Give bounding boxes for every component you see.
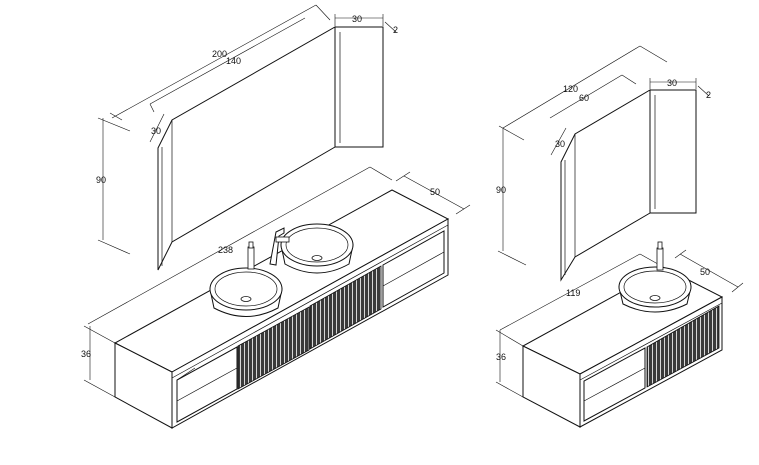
left-mirror-inner-width-label: 140 <box>226 56 241 66</box>
left-vanity-depth-label: 50 <box>430 187 440 197</box>
left-mirror-width-label: 200 <box>212 49 227 59</box>
right-vanity-depth-label: 50 <box>700 267 710 277</box>
left-mirror-height-label: 90 <box>96 175 106 185</box>
left-mirror-bevel-label: 30 <box>151 126 161 136</box>
left-mirror: 200 140 90 30 30 2 <box>96 4 398 271</box>
left-mirror-thickness-label: 2 <box>393 25 398 35</box>
right-mirror-thickness-label: 2 <box>706 90 711 100</box>
right-tap <box>656 241 664 271</box>
right-mirror-inner-width-label: 60 <box>579 93 589 103</box>
left-tap-2 <box>269 227 290 266</box>
left-vanity-length-label: 238 <box>218 245 233 255</box>
right-vanity: 36 119 50 <box>495 249 744 428</box>
left-basin-1 <box>209 267 283 317</box>
right-mirror: 120 60 90 30 30 2 <box>496 45 711 282</box>
left-vanity: 36 238 50 <box>81 166 471 429</box>
right-mirror-side-width-label: 30 <box>667 78 677 88</box>
left-basin-2 <box>280 223 354 274</box>
left-tap-1 <box>247 241 255 270</box>
right-vanity-length-label: 119 <box>566 288 580 298</box>
left-mirror-side-width-label: 30 <box>352 14 362 24</box>
right-basin <box>618 266 692 313</box>
right-vanity-height-label: 36 <box>496 352 506 362</box>
left-vanity-height-label: 36 <box>81 349 91 359</box>
right-mirror-bevel-label: 30 <box>555 139 565 149</box>
right-mirror-width-label: 120 <box>563 84 578 94</box>
right-mirror-height-label: 90 <box>496 185 506 195</box>
